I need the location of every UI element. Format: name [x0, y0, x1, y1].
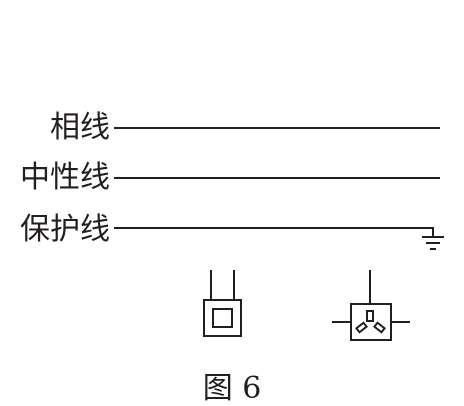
three-pin-socket-icon	[332, 270, 410, 341]
wire-neutral: 中性线	[20, 160, 440, 195]
wire-phase: 相线	[50, 110, 440, 145]
wire-label-phase: 相线	[50, 110, 110, 145]
wire-label-neutral: 中性线	[20, 160, 110, 195]
ground-icon	[422, 236, 444, 250]
wire-line-protective	[114, 227, 434, 236]
switch-icon	[203, 270, 242, 337]
figure-caption: 图 6	[203, 371, 262, 406]
wire-label-protective: 保护线	[20, 212, 110, 247]
wire-protective: 保护线	[20, 212, 444, 250]
